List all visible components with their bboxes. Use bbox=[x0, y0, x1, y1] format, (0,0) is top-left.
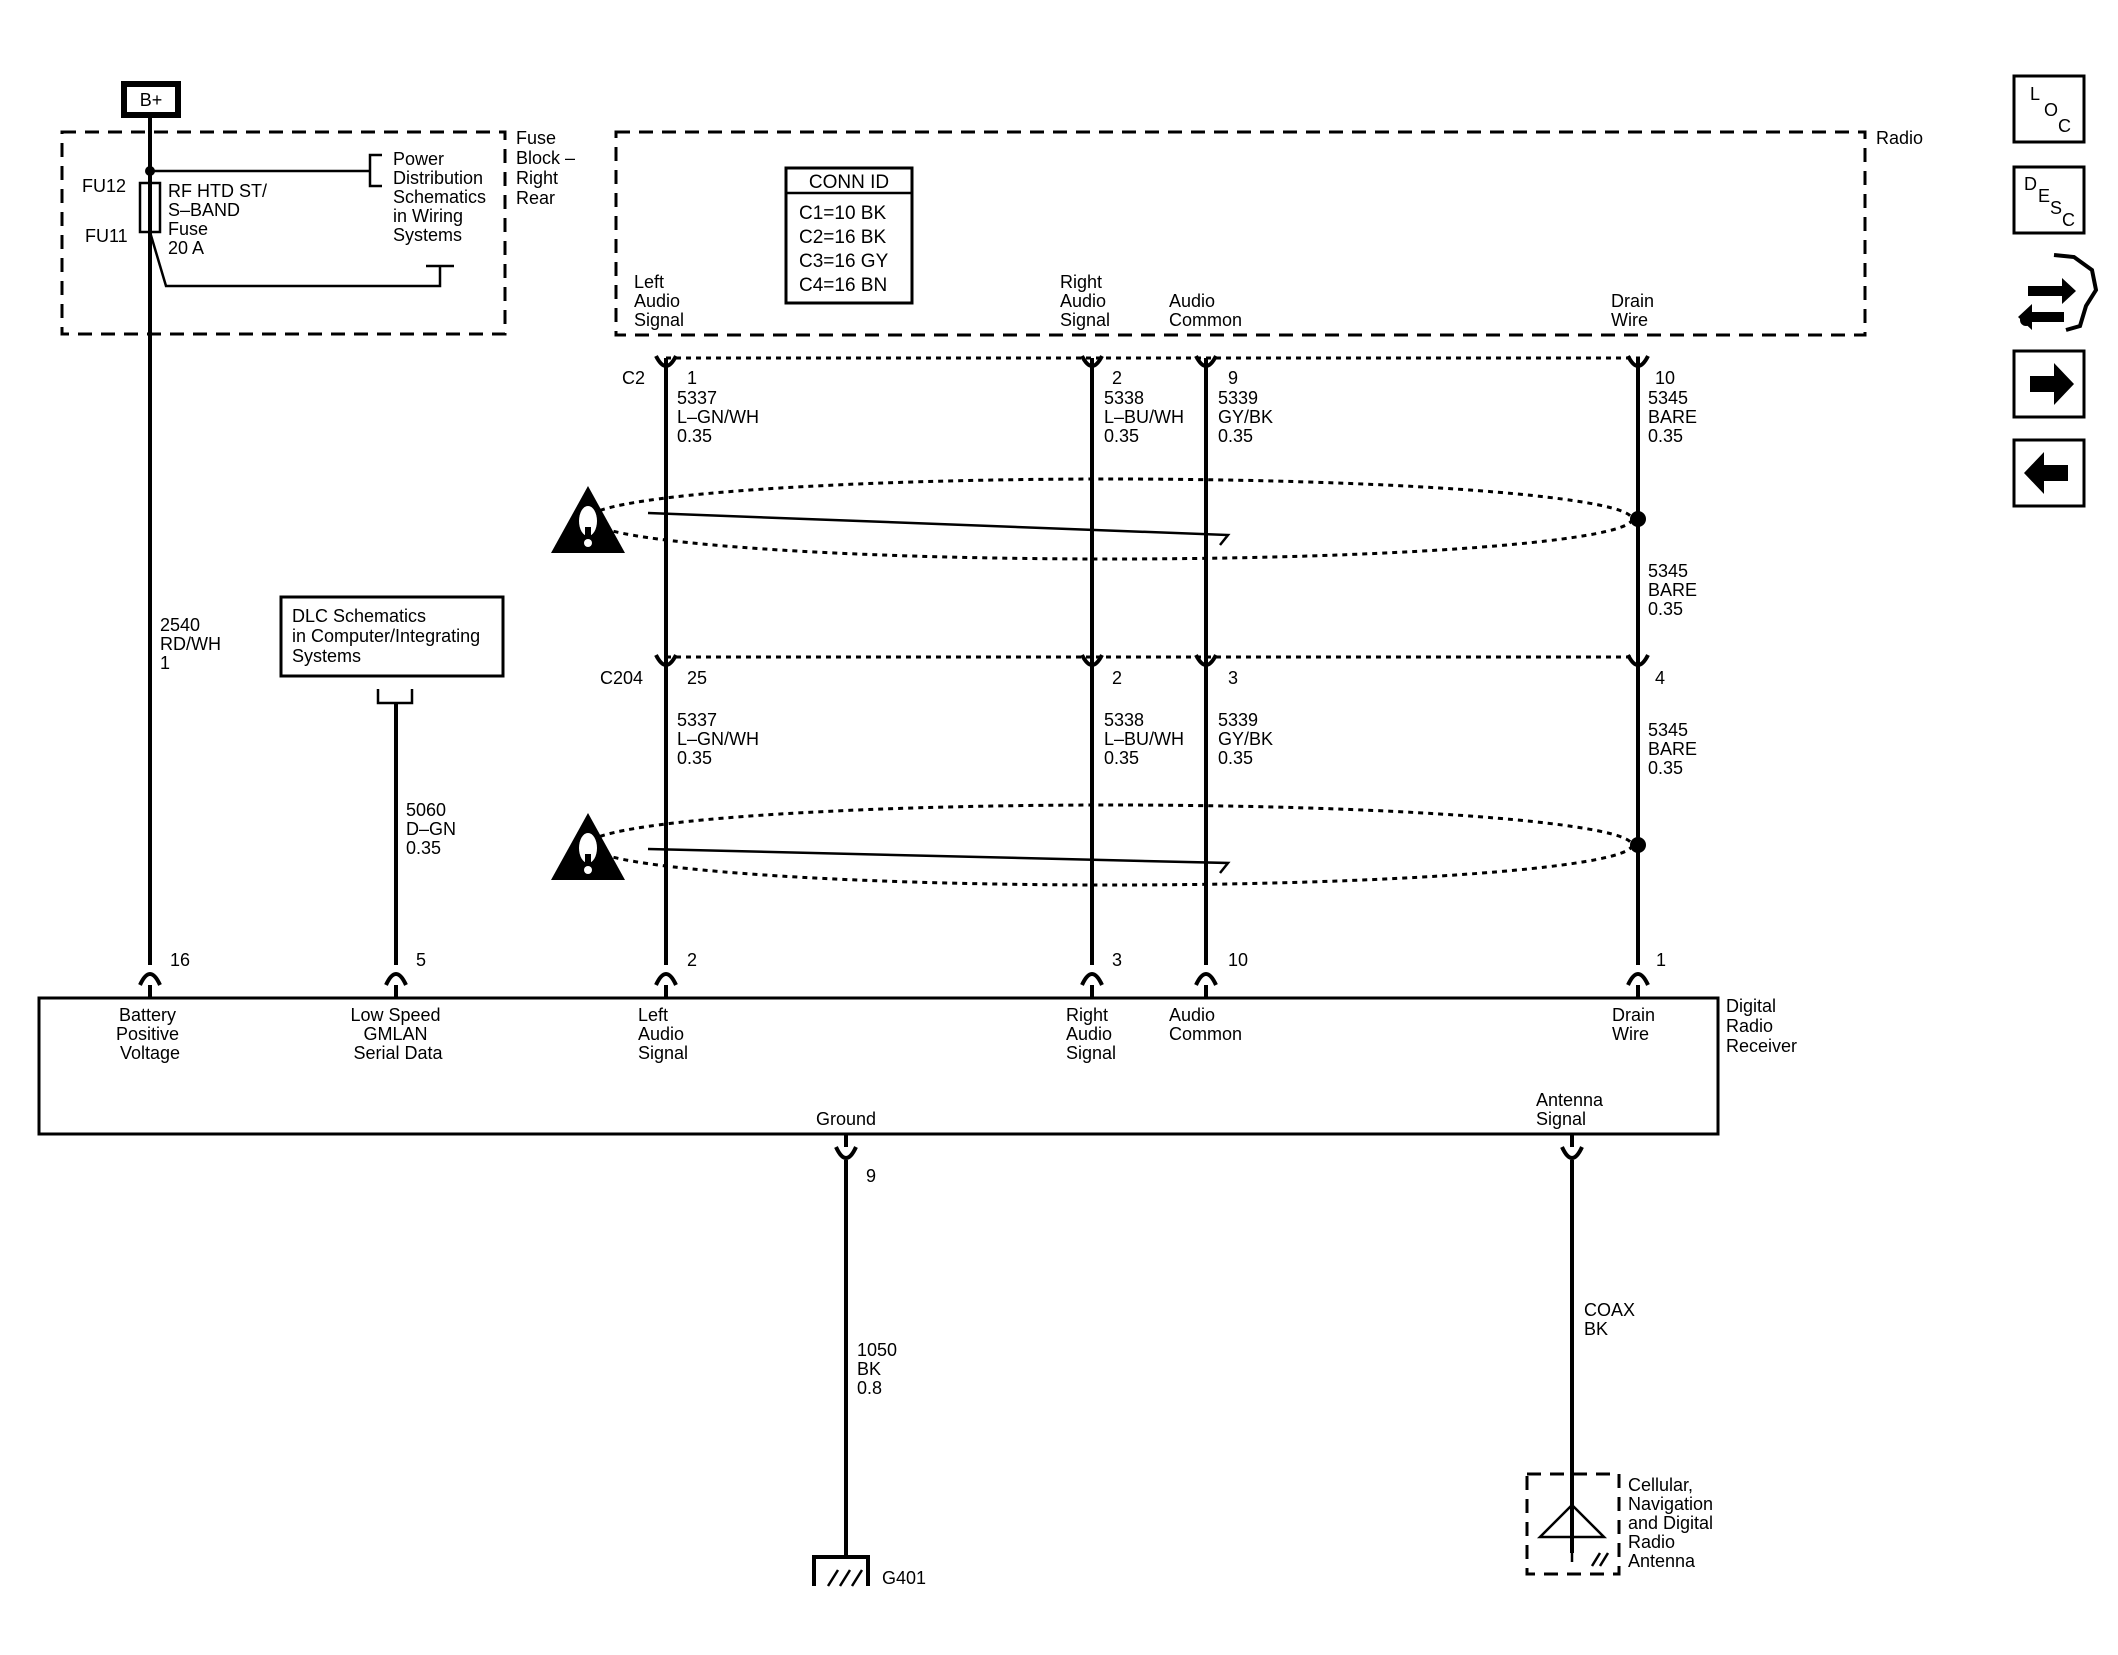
warning-icon bbox=[551, 486, 625, 553]
dlc-reference: DLC Schematics in Computer/Integrating S… bbox=[279, 595, 505, 965]
antenna-module bbox=[1525, 1472, 1621, 1576]
loc-button[interactable]: L O C bbox=[2012, 74, 2086, 144]
receiver-pin: 5 bbox=[416, 950, 426, 970]
conn-id-table bbox=[784, 166, 914, 305]
wire-5345-label: 5345 BARE 0.35 bbox=[1648, 388, 1702, 446]
desc-icon: D E S C bbox=[2024, 174, 2075, 230]
conn-id-row: C4=16 BN bbox=[799, 275, 887, 296]
svg-text:E: E bbox=[2038, 186, 2050, 206]
wire-5339-label: 5339 GY/BK 0.35 bbox=[1218, 710, 1278, 768]
connector-c2: C2 1 2 9 10 bbox=[622, 355, 1675, 388]
wire-2540-label: 2540 RD/WH 1 bbox=[160, 615, 226, 673]
conn-id-row: C3=16 GY bbox=[799, 251, 889, 272]
wire-5338-label: 5338 L–BU/WH 0.35 bbox=[1104, 388, 1189, 446]
c204-label: C204 bbox=[600, 668, 643, 688]
twisted-pair-shield bbox=[586, 477, 1646, 561]
wire-5337-label: 5337 L–GN/WH 0.35 bbox=[677, 388, 764, 446]
receiver-pin: 2 bbox=[687, 950, 697, 970]
receiver-ground-pin: 9 bbox=[866, 1166, 876, 1186]
antenna-label: Cellular, Navigation and Digital Radio A… bbox=[1628, 1475, 1718, 1571]
ground-icon bbox=[812, 1555, 870, 1587]
c2-label: C2 bbox=[622, 368, 645, 388]
fu12-label: FU12 bbox=[82, 176, 126, 196]
fuse-block: Fuse Block – Right Rear FU12 FU11 RF HTD… bbox=[60, 128, 580, 336]
receiver-battery-voltage: Battery Positive Voltage bbox=[116, 1005, 184, 1063]
receiver-audio-common: Audio Common bbox=[1169, 1005, 1242, 1044]
svg-text:C: C bbox=[2058, 116, 2071, 136]
radio-pin-right-audio: Right Audio Signal bbox=[1060, 272, 1111, 330]
radio-pin-audio-common: Audio Common bbox=[1169, 291, 1242, 330]
svg-text:O: O bbox=[2044, 100, 2058, 120]
receiver-right-audio: Right Audio Signal bbox=[1066, 1005, 1117, 1063]
conn-id-header: CONN ID bbox=[809, 172, 889, 193]
ground-label: G401 bbox=[882, 1568, 926, 1588]
battery-source: B+ bbox=[121, 81, 181, 118]
power-distribution-ref: Power Distribution Schematics in Wiring … bbox=[393, 149, 491, 245]
ground-circuit: 1050 BK 0.8 G401 bbox=[812, 1160, 926, 1588]
fuse-name: RF HTD ST/ S–BAND Fuse 20 A bbox=[168, 181, 272, 258]
connector-repair-icon bbox=[2018, 253, 2099, 332]
digital-radio-receiver: Digital Radio Receiver 16 5 2 3 10 1 Bat… bbox=[37, 950, 1797, 1186]
loc-icon: L O C bbox=[2030, 84, 2071, 136]
receiver-gmlan: Low Speed GMLAN Serial Data bbox=[350, 1005, 445, 1063]
wire-5339-label: 5339 GY/BK 0.35 bbox=[1218, 388, 1278, 446]
wire-5345-mid-label: 5345 BARE 0.35 bbox=[1648, 561, 1702, 619]
conn-id-row: C2=16 BK bbox=[799, 227, 886, 248]
c2-pin: 2 bbox=[1112, 368, 1122, 388]
receiver-pin: 3 bbox=[1112, 950, 1122, 970]
radio-pin-left-audio: Left Audio Signal bbox=[634, 272, 685, 330]
receiver-pin: 10 bbox=[1228, 950, 1248, 970]
antenna-circuit: COAX BK Cellular, Navigation and Digital… bbox=[1525, 1160, 1718, 1576]
c204-pin: 3 bbox=[1228, 668, 1238, 688]
antenna-icon bbox=[1536, 1503, 1610, 1567]
svg-text:C: C bbox=[2062, 210, 2075, 230]
coax-label: COAX BK bbox=[1584, 1300, 1640, 1339]
previous-page-button[interactable] bbox=[2012, 438, 2086, 508]
back-arrow-icon bbox=[2024, 452, 2068, 494]
connector-c204: C204 25 2 3 4 bbox=[600, 654, 1665, 688]
twisted-pair-shield bbox=[586, 803, 1646, 887]
wire-5060-label: 5060 D–GN 0.35 bbox=[406, 800, 461, 858]
receiver-left-audio: Left Audio Signal bbox=[638, 1005, 689, 1063]
receiver-pin: 16 bbox=[170, 950, 190, 970]
battery-label: B+ bbox=[140, 90, 163, 110]
forward-arrow-icon bbox=[2030, 363, 2074, 405]
receiver-antenna-signal: Antenna Signal bbox=[1536, 1090, 1608, 1129]
desc-button[interactable]: D E S C bbox=[2012, 165, 2086, 235]
conn-id-row: C1=10 BK bbox=[799, 203, 886, 224]
c204-pin: 25 bbox=[687, 668, 707, 688]
next-page-button[interactable] bbox=[2012, 349, 2086, 419]
svg-text:S: S bbox=[2050, 198, 2062, 218]
svg-text:L: L bbox=[2030, 84, 2040, 104]
c2-pin: 9 bbox=[1228, 368, 1238, 388]
fuse-block-title: Fuse Block – Right Rear bbox=[516, 128, 580, 208]
dlc-reference-text: DLC Schematics in Computer/Integrating S… bbox=[292, 606, 485, 666]
radio-module: Radio CONN ID C1=10 BK C2=16 BK C3=16 GY… bbox=[614, 128, 1923, 337]
wire-5345-label: 5345 BARE 0.35 bbox=[1648, 720, 1702, 778]
receiver-title: Digital Radio Receiver bbox=[1726, 996, 1797, 1056]
radio-title: Radio bbox=[1876, 128, 1923, 148]
wire-5337-label: 5337 L–GN/WH 0.35 bbox=[677, 710, 764, 768]
radio-pin-drain-wire: Drain Wire bbox=[1611, 291, 1659, 330]
warning-icon bbox=[551, 813, 625, 880]
receiver-drain-wire: Drain Wire bbox=[1612, 1005, 1660, 1044]
c2-pin: 1 bbox=[687, 368, 697, 388]
receiver-ground: Ground bbox=[816, 1109, 876, 1129]
wire-5338-label: 5338 L–BU/WH 0.35 bbox=[1104, 710, 1189, 768]
wire-1050-label: 1050 BK 0.8 bbox=[857, 1340, 902, 1398]
c204-pin: 4 bbox=[1655, 668, 1665, 688]
c204-pin: 2 bbox=[1112, 668, 1122, 688]
fu11-label: FU11 bbox=[85, 226, 128, 246]
c2-pin: 10 bbox=[1655, 368, 1675, 388]
connector-repair-button[interactable] bbox=[2018, 253, 2099, 332]
svg-text:D: D bbox=[2024, 174, 2037, 194]
receiver-pin: 1 bbox=[1656, 950, 1666, 970]
